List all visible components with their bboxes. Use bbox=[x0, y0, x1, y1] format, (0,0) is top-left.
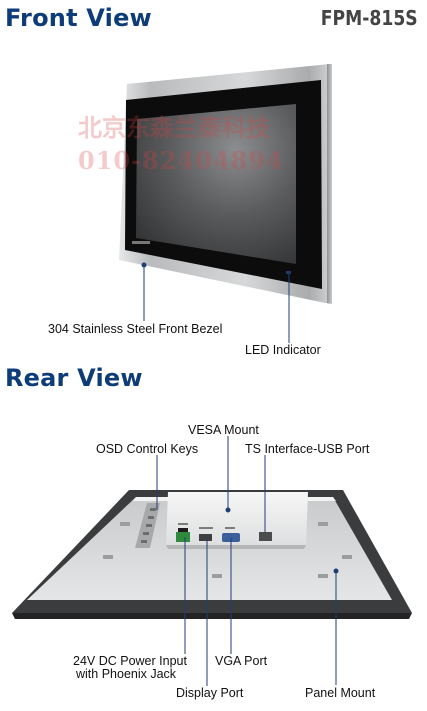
front-view-title: Front View bbox=[5, 4, 152, 32]
watermark-company: 北京东森兰泰科技 bbox=[78, 113, 270, 142]
screen bbox=[136, 104, 296, 264]
vesa-mount-box bbox=[166, 492, 308, 545]
label-vga-port: VGA Port bbox=[215, 654, 268, 668]
label-display-port: Display Port bbox=[176, 686, 244, 700]
label-vesa-mount: VESA Mount bbox=[188, 423, 259, 437]
rear-view-title: Rear View bbox=[5, 364, 143, 392]
vga-connector bbox=[222, 533, 240, 542]
usb-connector bbox=[259, 532, 272, 541]
label-panel-mount: Panel Mount bbox=[305, 686, 376, 700]
watermark-phone: 010-82404894 bbox=[78, 146, 284, 175]
label-power-input: 24V DC Power Input bbox=[73, 654, 187, 668]
label-power-input-line2: with Phoenix Jack bbox=[76, 667, 177, 681]
label-led-indicator: LED Indicator bbox=[245, 343, 321, 357]
label-osd-control-keys: OSD Control Keys bbox=[96, 442, 199, 456]
phoenix-power-jack bbox=[176, 532, 190, 542]
model-name: FPM-815S bbox=[321, 6, 418, 30]
label-ts-usb-port: TS Interface-USB Port bbox=[245, 442, 370, 456]
displayport-connector bbox=[199, 534, 212, 541]
bezel-side bbox=[327, 64, 332, 304]
led-indicator bbox=[286, 271, 291, 274]
brand-logo bbox=[132, 241, 150, 244]
label-stainless-bezel: 304 Stainless Steel Front Bezel bbox=[48, 322, 223, 336]
